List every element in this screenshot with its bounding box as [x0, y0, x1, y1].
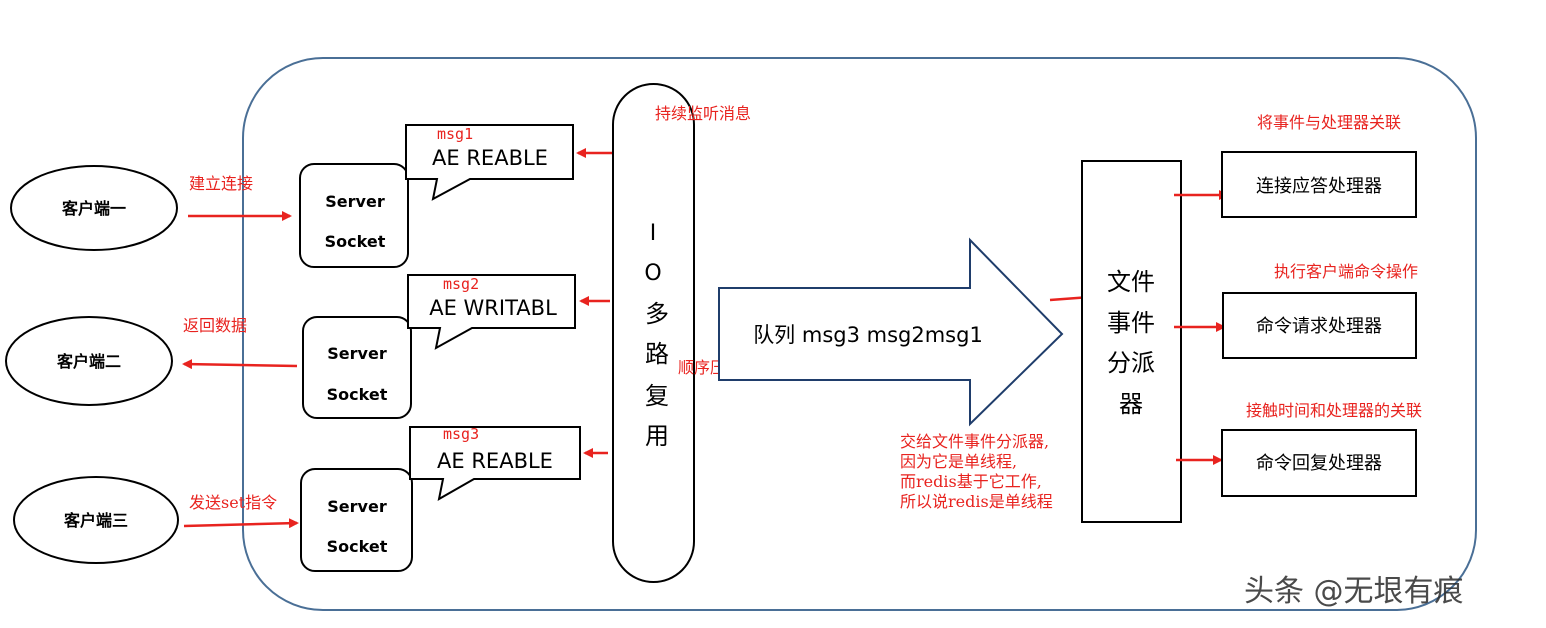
server-socket-3-line2: Socket — [327, 537, 388, 556]
client-3: 客户端三 — [13, 476, 179, 564]
action-set-label: 发送set指令 — [189, 493, 277, 512]
dispatcher-note-2: 因为它是单线程, — [900, 452, 1017, 471]
dispatcher-note: 交给文件事件分派器, 因为它是单线程, 而redis基于它工作, 所以说redi… — [900, 432, 1053, 511]
event-2-label: AE WRITABL — [429, 296, 557, 320]
server-socket-2-line1: Server — [327, 344, 387, 363]
server-socket-3: Server Socket — [300, 468, 413, 572]
server-socket-1: Server Socket — [299, 163, 409, 268]
handler-command-request: 命令请求处理器 — [1222, 292, 1417, 359]
server-socket-1-line2: Socket — [325, 232, 386, 251]
handler-3-label: 命令回复处理器 — [1256, 453, 1382, 474]
server-socket-2: Server Socket — [302, 316, 412, 419]
event-1-msg: msg1 — [437, 125, 473, 143]
dispatcher-line-1: 文件 — [1107, 268, 1155, 296]
event-3-label: AE REABLE — [437, 449, 553, 473]
client-1-label: 客户端一 — [62, 199, 126, 218]
io-char-6: 用 — [645, 422, 669, 450]
io-multiplexer: I O 多 路 复 用 — [612, 83, 695, 583]
dispatcher-line-4: 器 — [1119, 390, 1143, 418]
server-socket-1-line1: Server — [325, 192, 385, 211]
action-connect-label: 建立连接 — [189, 174, 253, 193]
event-3-msg: msg3 — [443, 425, 479, 443]
arrow-socket-to-client2 — [182, 359, 298, 370]
arrow-client3-to-socket — [183, 518, 299, 529]
handler-1-note: 将事件与处理器关联 — [1257, 113, 1401, 132]
dispatcher-note-1: 交给文件事件分派器, — [900, 432, 1049, 451]
handler-command-reply: 命令回复处理器 — [1221, 429, 1417, 497]
action-return-label: 返回数据 — [183, 316, 247, 335]
queue-arrow: 队列 msg3 msg2msg1 — [718, 237, 1064, 427]
client-2-label: 客户端二 — [57, 352, 121, 371]
dispatcher-line-3: 分派 — [1107, 349, 1155, 377]
event-callout-3: msg3 AE REABLE — [409, 425, 581, 501]
handler-2-label: 命令请求处理器 — [1256, 316, 1382, 337]
io-char-2: O — [644, 261, 661, 286]
listen-note: 持续监听消息 — [655, 104, 751, 123]
io-char-4: 路 — [645, 340, 669, 368]
dispatcher-note-3: 而redis基于它工作, — [900, 472, 1042, 491]
dispatcher-line-2: 事件 — [1107, 309, 1155, 337]
event-2-msg: msg2 — [443, 275, 479, 293]
watermark: 头条 @无垠有痕 — [1244, 574, 1464, 609]
event-callout-2: msg2 AE WRITABL — [407, 274, 576, 350]
event-1-label: AE REABLE — [432, 146, 548, 170]
file-event-dispatcher: 文件 事件 分派 器 — [1081, 160, 1182, 523]
io-char-1: I — [650, 221, 657, 246]
io-char-5: 复 — [645, 382, 669, 410]
server-socket-3-line1: Server — [327, 497, 387, 516]
handler-2-note: 执行客户端命令操作 — [1274, 262, 1418, 281]
client-1: 客户端一 — [10, 165, 178, 251]
server-socket-2-line2: Socket — [327, 385, 388, 404]
queue-arrow-label: 队列 msg3 msg2msg1 — [753, 323, 983, 347]
handler-3-note: 接触时间和处理器的关联 — [1246, 401, 1422, 420]
handler-connect-accept: 连接应答处理器 — [1221, 151, 1417, 218]
dispatcher-note-4: 所以说redis是单线程 — [900, 492, 1053, 511]
io-char-3: 多 — [645, 300, 669, 328]
client-2: 客户端二 — [5, 316, 173, 406]
redis-server-boundary — [242, 57, 1477, 611]
event-callout-1: msg1 AE REABLE — [405, 124, 574, 201]
handler-1-label: 连接应答处理器 — [1256, 176, 1382, 197]
client-3-label: 客户端三 — [64, 511, 128, 530]
